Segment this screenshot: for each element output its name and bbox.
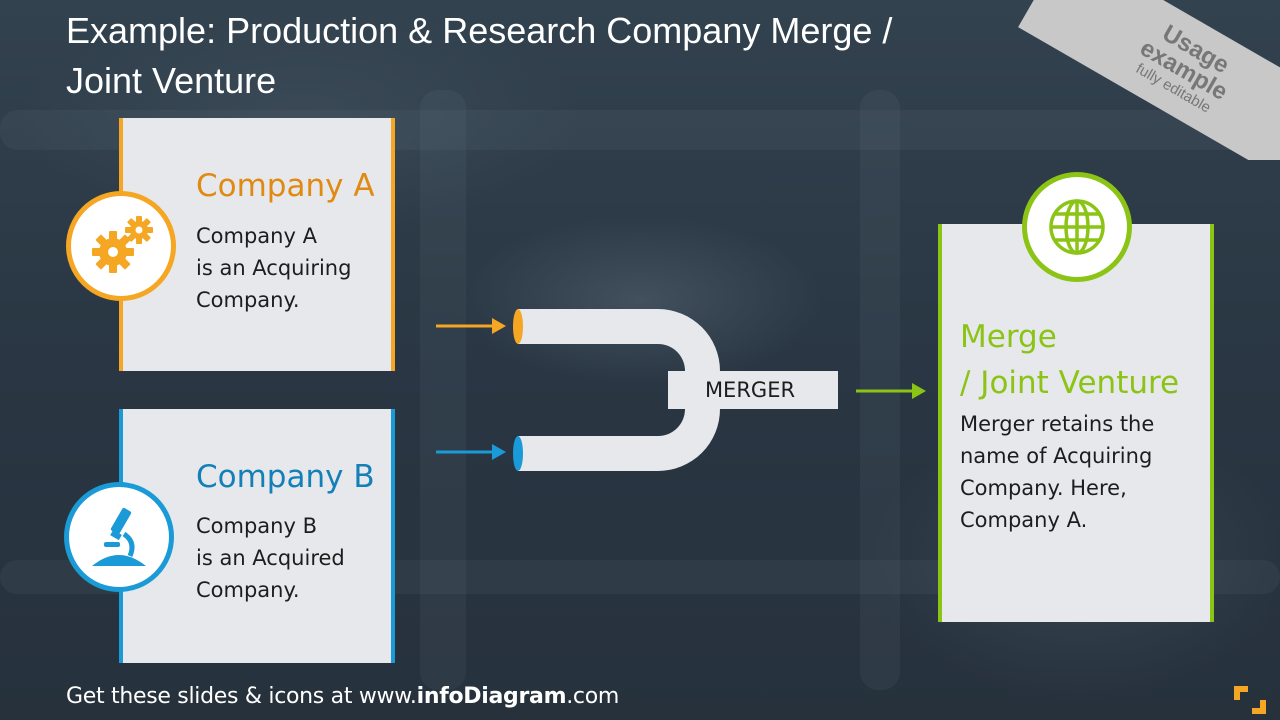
merge-result-icon-circle <box>1022 172 1132 282</box>
company-a-icon-circle <box>66 191 176 301</box>
gears-icon <box>92 216 153 273</box>
merge-result-body: Merger retains the name of Acquiring Com… <box>960 412 1155 532</box>
footer-brand: infoDiagram <box>416 684 567 709</box>
merge-result-heading-line2: / Joint Venture <box>960 365 1180 401</box>
footer: Get these slides & icons at www.infoDiag… <box>66 684 619 709</box>
merge-result-heading: Merge / Joint Venture <box>960 314 1179 406</box>
company-a-body: Company A is an Acquiring Company. <box>196 224 352 312</box>
merge-result-heading-line1: Merge <box>960 319 1057 355</box>
infodiagram-logo-icon <box>1234 686 1266 714</box>
merger-label: MERGER <box>704 378 796 402</box>
microscope-icon <box>92 507 146 566</box>
company-a-heading: Company A <box>196 168 375 204</box>
usage-example-ribbon: Usage example fully editable <box>980 0 1280 160</box>
globe-icon <box>1049 199 1105 255</box>
footer-prefix: Get these slides & icons at www. <box>66 684 417 709</box>
company-b-heading: Company B <box>196 459 375 495</box>
company-b-body: Company B is an Acquired Company. <box>196 514 345 602</box>
background-pipe <box>860 90 900 690</box>
slide-title: Example: Production & Research Company M… <box>66 10 893 101</box>
background-pipe <box>420 90 466 690</box>
company-b-icon-circle <box>64 482 174 592</box>
merge-result-card: Merge / Joint Venture Merger retains the… <box>938 224 1214 622</box>
footer-suffix: .com <box>566 684 619 709</box>
